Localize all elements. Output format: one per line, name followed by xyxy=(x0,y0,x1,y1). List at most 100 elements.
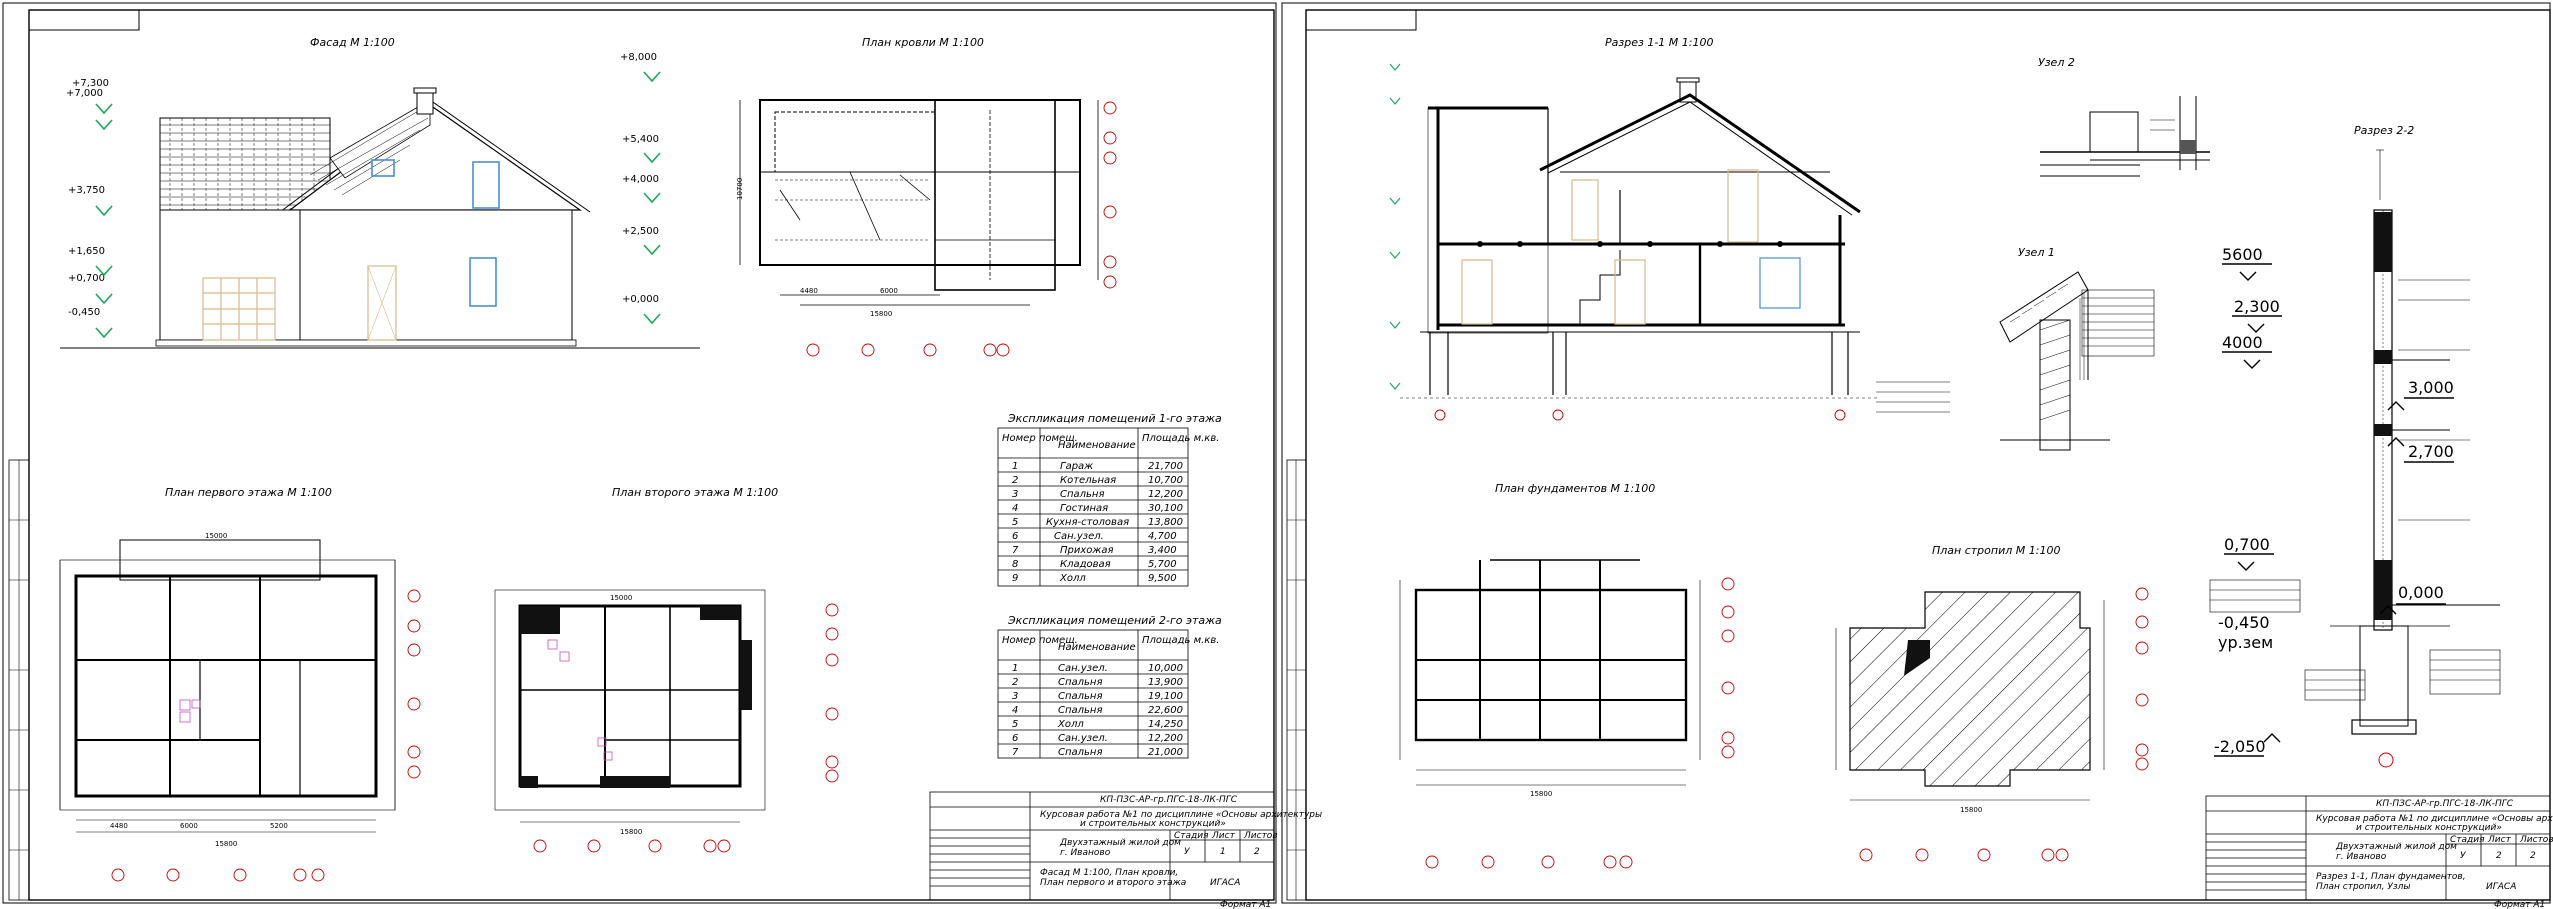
stamp-work-line2: и строительных конструкций» xyxy=(2356,823,2502,833)
level-mark: -2,050 xyxy=(2214,737,2266,756)
table-cell: Сан.узел. xyxy=(1054,531,1104,542)
section-1-1-drawing: Разрез 1-1 М 1:100 xyxy=(1389,36,1880,421)
stamp-sheet-number: 1 xyxy=(1220,847,1226,857)
table-cell: 13,800 xyxy=(1148,517,1183,528)
level-mark: -0,450 xyxy=(68,307,100,318)
section-title: Разрез 1-1 М 1:100 xyxy=(1605,36,1713,49)
svg-text:10700: 10700 xyxy=(736,178,744,200)
level-mark: 0,700 xyxy=(2224,535,2270,554)
section22-title: Разрез 2-2 xyxy=(2354,124,2414,137)
second-floor-plan-drawing: План второго этажа М 1:100 15000 15800 xyxy=(494,486,839,853)
table-cell: Спальня xyxy=(1058,677,1103,688)
level-triangles-right xyxy=(643,71,661,325)
table-cell: Гостиная xyxy=(1060,503,1108,514)
svg-text:15800: 15800 xyxy=(1530,790,1552,798)
table-cell: 5 xyxy=(1012,719,1018,730)
table-cell: 8 xyxy=(1012,559,1018,570)
stamp-code: КП-ПЗС-АР-гр.ПГС-18-ЛК-ПГС xyxy=(1100,795,1238,805)
facade-title: Фасад М 1:100 xyxy=(310,36,395,49)
section-2-2-drawing: Разрез 2-2 xyxy=(2209,124,2501,768)
table-cell: Сан.узел. xyxy=(1058,663,1108,674)
svg-text:15000: 15000 xyxy=(205,532,227,540)
svg-text:15800: 15800 xyxy=(620,828,642,836)
table-cell: Спальня xyxy=(1058,705,1103,716)
sheet-2 xyxy=(1281,2,2551,904)
level-mark: 2,700 xyxy=(2408,442,2454,461)
table2-header-number: Номер помещ. xyxy=(1002,635,1078,646)
table-cell: 12,200 xyxy=(1148,489,1183,500)
table-cell: Холл xyxy=(1059,573,1086,584)
svg-text:15800: 15800 xyxy=(870,310,892,318)
level-mark: 4000 xyxy=(2222,333,2263,352)
facade-levels-left: +7,300 +7,000 +3,750 +1,650 +0,700 -0,45… xyxy=(66,78,109,318)
level-mark: +1,650 xyxy=(68,246,105,257)
table-cell: 3 xyxy=(1012,691,1018,702)
stamp-sheet-desc1: Разрез 1-1, План фундаментов, xyxy=(2316,872,2466,882)
roof-plan-axes xyxy=(806,101,1117,357)
level-mark: 5600 xyxy=(2222,245,2263,264)
node2-title: Узел 2 xyxy=(2038,56,2075,69)
stamp-sheets-total: 2 xyxy=(1254,847,1260,857)
table-cell: 21,000 xyxy=(1148,747,1183,758)
table-cell: 22,600 xyxy=(1148,705,1183,716)
table-cell: 4 xyxy=(1012,503,1018,514)
facade-drawing: Фасад М 1:100 xyxy=(60,36,700,349)
garage-door xyxy=(202,277,276,341)
first-floor-axes xyxy=(111,589,421,882)
svg-text:6000: 6000 xyxy=(880,287,898,295)
facade-levels-right: +8,000 +5,400 +4,000 +2,500 +0,000 xyxy=(620,52,659,305)
table1-header-area: Площадь м.кв. xyxy=(1142,433,1219,444)
stamp-stage: У xyxy=(2460,851,2466,861)
node-2-drawing: Узел 2 xyxy=(2038,56,2210,177)
table-cell: 5 xyxy=(1012,517,1018,528)
table-cell: 1 xyxy=(1012,461,1018,472)
stamp-sheet-number: 2 xyxy=(2496,851,2502,861)
table-cell: Холл xyxy=(1057,719,1084,730)
level-mark: +0,700 xyxy=(68,273,105,284)
node1-title: Узел 1 xyxy=(2018,246,2055,259)
node-1-drawing: Узел 1 xyxy=(1876,246,2155,451)
stamp-sheet-desc2: План первого и второго этажа xyxy=(1040,878,1186,888)
svg-text:15800: 15800 xyxy=(215,840,237,848)
level-mark: +2,500 xyxy=(622,226,659,237)
table-cell: 3,400 xyxy=(1148,545,1177,556)
level-mark: +3,750 xyxy=(68,185,105,196)
stamp-work-line1: Курсовая работа №1 по дисциплине «Основы… xyxy=(2316,814,2553,824)
table2-header-area: Площадь м.кв. xyxy=(1142,635,1219,646)
table-cell: 10,000 xyxy=(1148,663,1183,674)
second-floor-plan-title: План второго этажа М 1:100 xyxy=(612,486,778,499)
svg-text:6000: 6000 xyxy=(180,822,198,830)
table-cell: 3 xyxy=(1012,489,1018,500)
svg-text:4480: 4480 xyxy=(800,287,818,295)
title-block-sheet-1: КП-ПЗС-АР-гр.ПГС-18-ЛК-ПГС Курсовая рабо… xyxy=(929,791,1322,909)
stamp-work-line2: и строительных конструкций» xyxy=(1080,819,1226,829)
level-mark: 0,000 xyxy=(2398,583,2444,602)
level-mark: 2,300 xyxy=(2234,297,2280,316)
table-cell: 6 xyxy=(1012,733,1018,744)
svg-text:4480: 4480 xyxy=(110,822,128,830)
table2-title: Экспликация помещений 2-го этажа xyxy=(1007,614,1222,627)
table-cell: Кухня-столовая xyxy=(1046,517,1129,528)
table-cell: Сан.узел. xyxy=(1058,733,1108,744)
stamp-format: Формат А1 xyxy=(1220,900,1271,909)
table-cell: 13,900 xyxy=(1148,677,1183,688)
stamp-object: Двухэтажный жилой дом xyxy=(2335,842,2457,852)
table2-header-name: Наименование xyxy=(1058,642,1136,653)
svg-text:5200: 5200 xyxy=(270,822,288,830)
second-floor-axes xyxy=(533,603,839,853)
table-cell: 10,700 xyxy=(1148,475,1183,486)
table1-header-number: Номер помещ. xyxy=(1002,433,1078,444)
level-triangles-left xyxy=(95,103,113,339)
rafters-plan-title: План стропил М 1:100 xyxy=(1932,544,2060,557)
table-cell: 2 xyxy=(1012,475,1018,486)
stamp-code: КП-ПЗС-АР-гр.ПГС-18-ЛК-ПГС xyxy=(2376,799,2514,809)
table-cell: 4,700 xyxy=(1148,531,1177,542)
table1-title: Экспликация помещений 1-го этажа xyxy=(1007,412,1222,425)
table-cell: 7 xyxy=(1012,545,1019,556)
table-cell: 1 xyxy=(1012,663,1018,674)
svg-text:15800: 15800 xyxy=(1960,806,1982,814)
stamp-stage-label: Стадия xyxy=(1174,831,1209,841)
